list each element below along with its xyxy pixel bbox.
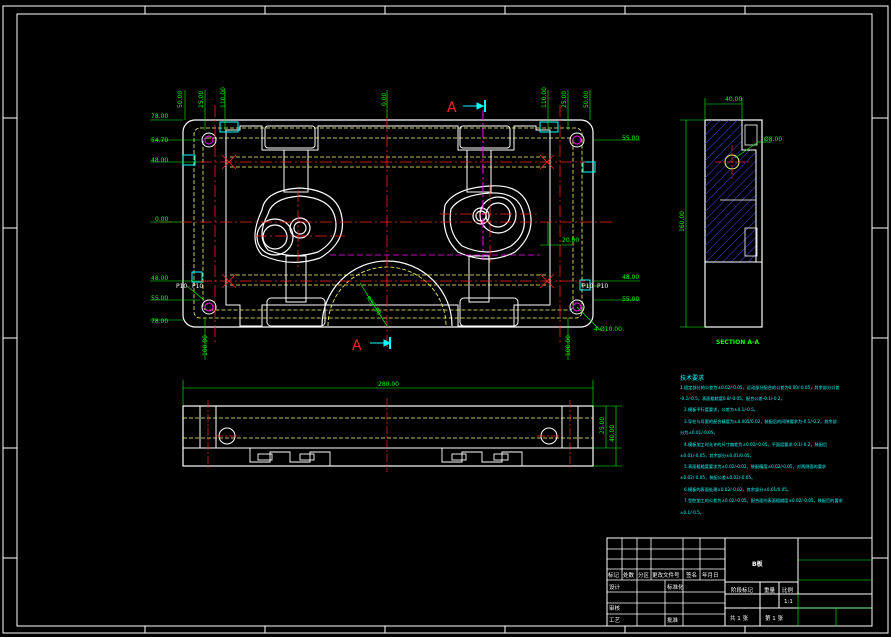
plan-bottom-dim-right: 100.00 <box>565 335 572 356</box>
plan-radius-label: R37.50 <box>364 295 382 317</box>
title-header-3: 分区 <box>638 571 650 579</box>
sheet-frame <box>2 5 889 634</box>
notes-line-1: 1.固定部分的公差为±0.02/-0.05，运动部分配合的公差为0.00/-0.… <box>680 384 840 391</box>
title-header-6: 年月日 <box>702 571 719 579</box>
plan-top-dim-2: 25.00 <box>198 91 205 108</box>
plan-bottom-dim-left: 100.00 <box>202 335 209 356</box>
plan-dimension-lines <box>150 90 640 360</box>
section-width-dim: 40.00 <box>725 96 742 103</box>
title-stage-label: 阶段标记 <box>731 586 754 594</box>
plan-top-dim-5: 110.00 <box>541 87 548 108</box>
notes-line-4: 3.导柱与导套的配合精度为±0.005/0.02，装配后的间隙要求为-0.1/-… <box>684 418 837 425</box>
plan-small-dim: 20.00 <box>562 237 579 244</box>
title-approve-label: 批准 <box>667 616 679 624</box>
title-header-5: 签名 <box>686 571 697 579</box>
plan-left-dim-5: 48.00 <box>151 275 168 282</box>
notes-title: 技术要求 <box>680 374 704 382</box>
section-marker-top: A <box>447 100 457 116</box>
plan-top-dim-1: 50.00 <box>177 91 184 108</box>
plan-hidden-lines <box>193 127 583 319</box>
title-scale-label: 比例 <box>782 586 794 594</box>
notes-line-8: 5.表面粗糙度要求为±0.02/-0.02，装配精度±0.02/-0.05，对两… <box>684 463 827 470</box>
notes-line-10: 6.模板的表面处理±0.02/-0.02，其余部分±0.01/0.05。 <box>684 486 791 493</box>
plan-left-dim-1: 78.00 <box>151 113 168 120</box>
technical-notes: 技术要求 1.固定部分的公差为±0.02/-0.05，运动部分配合的公差为0.0… <box>680 374 844 515</box>
front-height-dim-1: 25.00 <box>599 417 606 434</box>
title-header-2: 处数 <box>623 571 635 579</box>
title-weight-label: 重量 <box>764 586 776 594</box>
title-sheet-total: 共 1 张 <box>730 614 748 622</box>
plan-top-dim-6: 25.00 <box>561 91 568 108</box>
notes-line-11: 7.型腔加工的公差为±0.02/-0.05，配合面的表面粗糙度±0.02/-0.… <box>684 497 844 504</box>
plan-right-dim-3: 55.00 <box>622 296 639 303</box>
plan-corner-label-left-1: P10 <box>176 283 187 290</box>
title-standard-label: 标准化 <box>667 583 684 591</box>
section-hatch <box>705 120 756 262</box>
front-view-ribs <box>249 448 523 466</box>
section-hole-dim: Ø8.00 <box>764 136 782 143</box>
front-overall-dim: 280.00 <box>378 381 399 388</box>
plan-pocket <box>225 125 551 327</box>
section-marker-arrows <box>370 100 486 349</box>
title-part-name: B板 <box>752 560 764 568</box>
title-designer-label: 设计 <box>609 583 621 591</box>
title-block: 标记 处数 分区 更改文件号 签名 年月日 设计 标准化 审核 工艺 批准 B板… <box>606 537 873 627</box>
plan-left-dim-2: 54.70 <box>151 137 168 144</box>
plan-view: A A 78.00 54.70 48.00 0.00 48.00 55.00 7… <box>150 87 640 360</box>
title-header-4: 更改文件号 <box>652 571 680 579</box>
plan-hole-callout: 4-Ø10.00 <box>594 326 622 333</box>
section-view-title: SECTION A-A <box>716 339 759 346</box>
title-header-1: 标记 <box>608 571 620 579</box>
title-check-label: 审核 <box>609 604 621 612</box>
plan-center-lines <box>160 95 612 348</box>
title-process-label: 工艺 <box>609 617 621 624</box>
front-view: 280.00 25.00 40.00 <box>182 380 622 472</box>
front-height-dim-2: 40.00 <box>609 425 616 442</box>
plan-right-dim-1: 55.00 <box>622 135 639 142</box>
plan-left-dim-7: 78.00 <box>151 318 168 325</box>
plan-top-dim-4: 0.00 <box>381 92 388 106</box>
plan-left-dim-4: 0.00 <box>155 216 169 223</box>
notes-line-12: ±0.1/-0.5。 <box>680 510 704 515</box>
plan-corner-label-right-2: P10 <box>597 283 608 290</box>
plan-cavity-right <box>443 185 532 260</box>
plan-top-dim-7: 50.00 <box>583 91 590 108</box>
notes-line-5: 分为±0.01/-0.05。 <box>680 429 718 436</box>
section-marker-bottom: A <box>352 338 362 354</box>
notes-line-2: -0.2/-0.5，表面粗糙度0.8/-0.05，配合公差-0.1/-0.2。 <box>680 395 785 402</box>
plan-right-dim-2: 48.00 <box>622 274 639 281</box>
notes-line-7: ±0.01/-0.05，其余部分±0.01/0.05。 <box>680 452 754 459</box>
title-sheet-no: 第 1 张 <box>765 614 783 622</box>
plan-outline <box>182 119 594 328</box>
plan-top-dim-3: 110.00 <box>220 87 227 108</box>
section-view: 40.00 160.00 Ø8.00 SECTION A-A <box>679 96 782 346</box>
notes-line-3: 2.模板平行度要求，公差为±0.1/-0.5。 <box>684 406 758 413</box>
plan-cavity-left <box>254 187 344 263</box>
notes-line-6: 4.模板加工时允许的尺寸偏差为±0.02/-0.05，平面度要求-0.1/-0.… <box>684 441 827 448</box>
notes-line-9: ±0.02/-0.05，装配公差±0.02/-0.05。 <box>680 474 755 481</box>
plan-guide-holes <box>201 132 585 315</box>
title-scale-value: 1:1 <box>784 599 793 605</box>
plan-corner-label-left-2: P10 <box>192 283 203 290</box>
plan-corner-label-right-1: P10 <box>582 283 593 290</box>
plan-left-dim-6: 55.00 <box>151 295 168 302</box>
plan-left-dim-3: 48.00 <box>151 157 168 164</box>
section-height-dim: 160.00 <box>679 211 686 232</box>
